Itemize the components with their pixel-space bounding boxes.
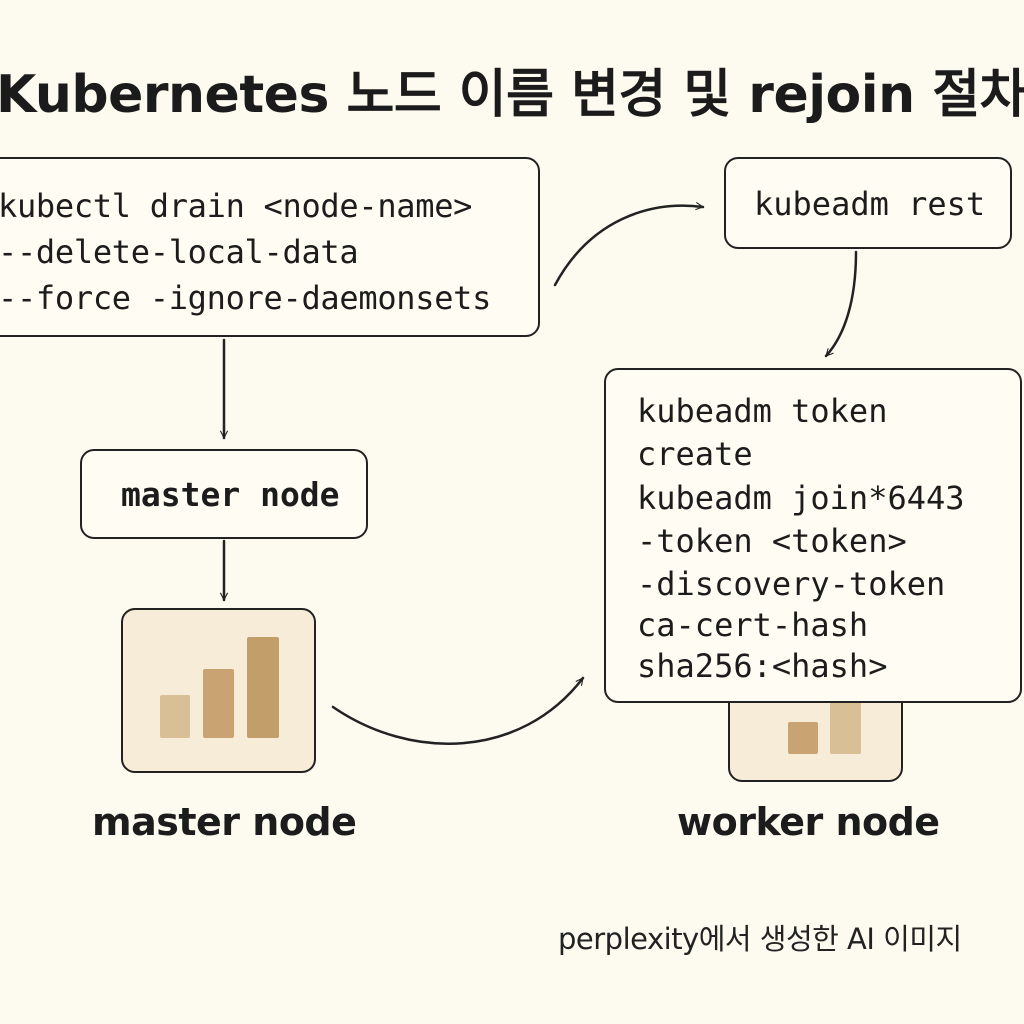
arrow-drain-to-reset <box>553 206 705 287</box>
drain-command-line: kubectl drain <node-name> <box>0 187 473 225</box>
drain-command-line: --delete-local-data <box>0 233 359 271</box>
bar-medium <box>203 669 234 738</box>
join-command-box: kubeadm token create kubeadm join*6443 -… <box>604 368 1022 703</box>
join-command-line: create <box>637 435 753 473</box>
join-command-line: kubeadm join*6443 <box>637 479 965 517</box>
drain-command-box: kubectl drain <node-name> --delete-local… <box>0 157 540 337</box>
master-node-caption: master node <box>92 800 357 844</box>
drain-command-line: --force -ignore-daemonsets <box>0 279 492 317</box>
bar-small <box>788 722 818 754</box>
page-title: Kubernetes 노드 이름 변경 및 rejoin 절차 <box>0 65 1024 125</box>
join-command-line: kubeadm token <box>637 392 888 430</box>
reset-command-text: kubeadm rest <box>754 185 986 223</box>
master-node-icon <box>121 608 316 773</box>
join-command-line: -token <token> <box>637 522 907 560</box>
join-command-line: -discovery-token <box>637 565 946 603</box>
worker-node-caption: worker node <box>677 800 940 844</box>
master-node-label: master node <box>121 475 340 514</box>
footer-credit: perplexity에서 생성한 AI 이미지 <box>558 922 962 956</box>
bar-large <box>830 702 861 754</box>
arrow-reset-to-join <box>824 250 858 358</box>
bar-small <box>160 695 190 738</box>
bar-large <box>247 637 279 738</box>
join-command-line: ca-cert-hash <box>637 606 869 644</box>
reset-command-box: kubeadm rest <box>724 157 1012 249</box>
join-command-line: sha256:<hash> <box>637 647 888 685</box>
arrow-master-to-join <box>331 676 585 745</box>
master-node-label-box: master node <box>80 449 368 539</box>
